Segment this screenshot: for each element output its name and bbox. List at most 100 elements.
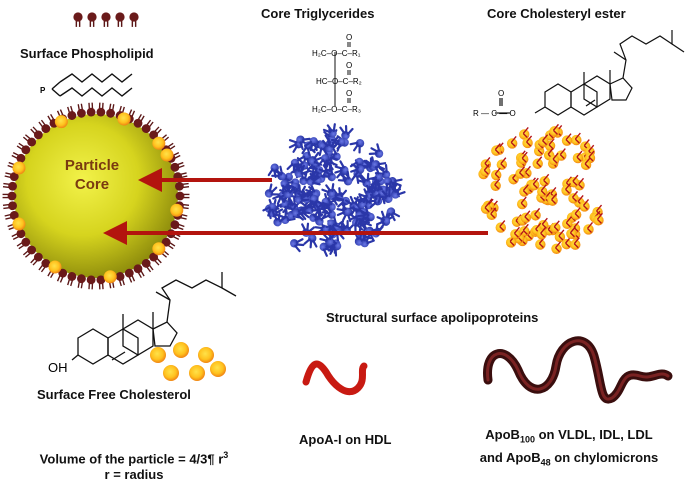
free-cholesterol-ball	[210, 361, 226, 377]
apob-ribbon-highlight	[486, 339, 670, 401]
cholesteryl-ester-molecule	[510, 226, 521, 240]
phospholipid-icon	[38, 119, 51, 134]
core-triglycerides-label: Core Triglycerides	[261, 6, 375, 21]
volume-line: Volume of the particle = 4/3¶ r3	[14, 447, 254, 467]
triglyceride-molecule	[336, 202, 351, 217]
triglyceride-structure: H₂C–O–C–R₁ HC–O–C–R₂ H₂C–O–C–R₃ O O O	[312, 33, 362, 114]
ester-r-label: R — C — O	[473, 109, 516, 118]
triglyceride-molecule	[319, 231, 334, 246]
cholesteryl-ester-molecule	[529, 177, 540, 191]
phospholipid-icon	[115, 12, 125, 27]
cholesteryl-ester-molecule	[566, 226, 577, 239]
triglyceride-molecule	[349, 139, 365, 154]
apob-line-1-sub: 100	[519, 434, 535, 445]
surface-cholesterol-ball	[170, 203, 184, 217]
cholesteryl-ester-molecule	[522, 135, 533, 149]
cholesteryl-ester-molecule	[593, 212, 604, 226]
cholesteryl-ester-molecule	[491, 143, 502, 156]
cholesteryl-ester-molecule	[480, 163, 491, 177]
apob-line-2: and ApoB48 on chylomicrons	[466, 449, 672, 472]
apob-line-1-b: on VLDL, IDL, LDL	[534, 427, 653, 442]
phospholipid-icon	[141, 119, 154, 134]
phospholipid-icon	[38, 258, 51, 273]
apob-label: ApoB100 on VLDL, IDL, LDL and ApoB48 on …	[466, 426, 672, 471]
triglyceride-molecule	[290, 238, 305, 253]
apob-line-1: ApoB100 on VLDL, IDL, LDL	[466, 426, 672, 449]
cholesteryl-ester-molecule	[506, 135, 518, 149]
phospholipid-icon	[175, 181, 190, 191]
phospholipid-icon	[11, 229, 26, 240]
triglyceride-molecule	[350, 163, 365, 178]
phospholipid-icon	[4, 210, 19, 220]
surface-cholesterol-ball	[12, 217, 26, 231]
surface-cholesterol-ball	[48, 260, 62, 274]
triglyceride-molecule	[383, 177, 398, 192]
tg-o-1: O	[346, 33, 352, 42]
phospholipid-icon	[133, 113, 145, 128]
particle-core-line-1: Particle	[64, 157, 120, 174]
triglyceride-molecule	[304, 137, 318, 152]
triglyceride-molecule	[321, 183, 336, 198]
apob-line-2-sub: 48	[540, 457, 551, 468]
free-cholesterol-ball	[150, 347, 166, 363]
cholesteryl-ester-molecule	[519, 127, 530, 140]
phospholipid-icon	[56, 268, 68, 283]
apoa1-label: ApoA-I on HDL	[299, 432, 392, 447]
cholesteryl-ester-molecule	[554, 229, 566, 243]
cholesteryl-ester-molecule	[538, 134, 549, 147]
phospholipid-icon	[4, 172, 19, 182]
cholesteryl-ester-molecule	[520, 210, 532, 223]
phospholipid-structure	[51, 73, 133, 97]
phospholipid-icon	[96, 102, 106, 117]
triglyceride-molecule	[378, 188, 393, 203]
particle-core	[2, 102, 190, 290]
volume-formula: Volume of the particle = 4/3¶ r3 r = rad…	[14, 447, 254, 483]
triglyceride-molecule	[337, 170, 353, 186]
structural-apolipoproteins-label: Structural surface apolipoproteins	[326, 310, 539, 325]
apob-line-2-b: on chylomicrons	[550, 449, 659, 465]
free-cholesterol-balls	[150, 342, 226, 381]
phospholipid-icon	[2, 191, 17, 201]
volume-sup: 3	[223, 450, 229, 460]
cholesteryl-ester-molecule	[561, 182, 572, 196]
cholesteryl-ester-molecule	[480, 201, 492, 214]
apob-line-1-a: ApoB	[485, 427, 520, 442]
phospholipid-icon	[22, 134, 37, 147]
phospholipid-p-label: P	[40, 86, 46, 95]
surface-cholesterol-ball	[117, 112, 131, 126]
cholesteryl-ester-molecule	[570, 207, 582, 220]
cholesteryl-ester-molecule	[491, 167, 502, 181]
phospholipid-icon	[149, 126, 162, 140]
triglyceride-molecule	[321, 137, 337, 153]
cholesteryl-ester-molecule	[579, 199, 590, 212]
cholesteryl-ester-molecule	[496, 157, 508, 170]
surface-cholesterol-ball	[12, 161, 26, 175]
cholesteryl-ester-molecule	[539, 173, 550, 187]
volume-text: Volume of the particle = 4/3¶ r	[39, 451, 224, 467]
cholesteryl-ester-cluster	[478, 123, 604, 255]
phospholipid-icon	[141, 258, 154, 273]
phospholipid-icon	[30, 252, 43, 266]
cholesteryl-ester-molecule	[519, 184, 530, 197]
cholesteryl-ester-molecule	[495, 220, 506, 233]
phospholipid-icon	[77, 274, 86, 289]
cholesteryl-ester-molecule	[490, 178, 501, 191]
triglyceride-molecule	[330, 138, 346, 152]
surface-cholesterol-ball	[152, 136, 166, 150]
triglyceride-molecule	[368, 173, 383, 189]
cholesteryl-ester-molecule	[571, 132, 582, 146]
triglyceride-molecule	[354, 231, 369, 246]
triglyceride-molecule	[353, 193, 368, 209]
phospholipid-icon	[133, 264, 145, 279]
phospholipid-icon	[86, 102, 96, 117]
cholesteryl-ester-molecule	[518, 151, 529, 165]
phospholipid-icon	[101, 12, 111, 27]
phospholipid-icon	[73, 12, 83, 27]
tg-row-1: H₂C–O–C–R₁	[312, 49, 361, 58]
phospholipid-legend-icons	[73, 12, 139, 27]
phospholipid-icon	[175, 191, 190, 201]
phospholipid-icon	[161, 237, 176, 250]
triglyceride-molecule	[262, 202, 277, 218]
cholesteryl-ester-molecule	[536, 226, 547, 240]
